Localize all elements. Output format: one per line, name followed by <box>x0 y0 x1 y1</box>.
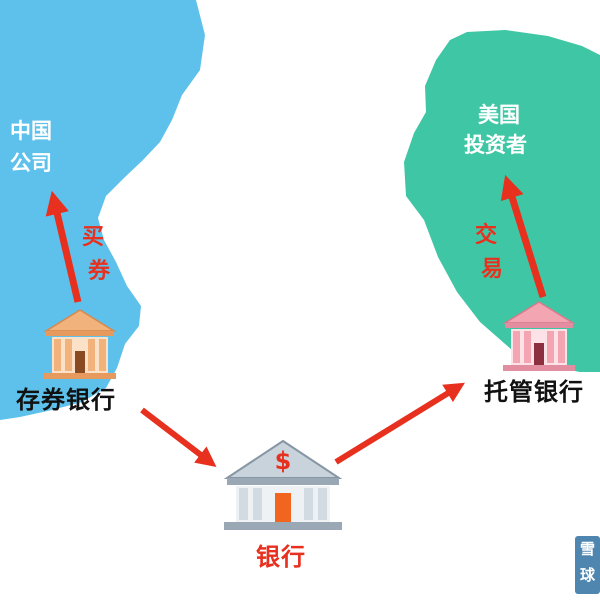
china-label-line1: 中国 <box>10 118 52 143</box>
watermark-char1: 雪 <box>579 540 595 558</box>
dollar-sign-icon: $ <box>274 447 292 475</box>
usa-label-line2: 投资者 <box>464 132 527 157</box>
buy-label-char1: 买 <box>82 224 105 250</box>
central-bank-icon <box>223 439 343 530</box>
bank-label: 银行 <box>256 542 306 571</box>
depositary-bank-icon <box>43 309 117 379</box>
custodian-bank-label: 托管银行 <box>484 377 584 406</box>
china-map-region <box>0 0 205 420</box>
bank-to-custodian-arrow <box>334 382 465 465</box>
buy-label-char2: 券 <box>88 258 111 284</box>
depositary-bank-label: 存券银行 <box>16 385 116 414</box>
trade-label-char2: 易 <box>481 256 504 282</box>
trade-arrow <box>500 174 547 299</box>
depositary-to-bank-arrow <box>140 407 217 467</box>
china-label-line2: 公司 <box>10 150 52 175</box>
custodian-bank-icon <box>502 301 576 371</box>
trade-label-char1: 交 <box>475 222 498 248</box>
watermark-char2: 球 <box>579 566 595 584</box>
buy-arrow <box>45 190 82 303</box>
usa-label-line1: 美国 <box>478 102 520 127</box>
watermark-badge: 雪 球 <box>575 536 600 594</box>
